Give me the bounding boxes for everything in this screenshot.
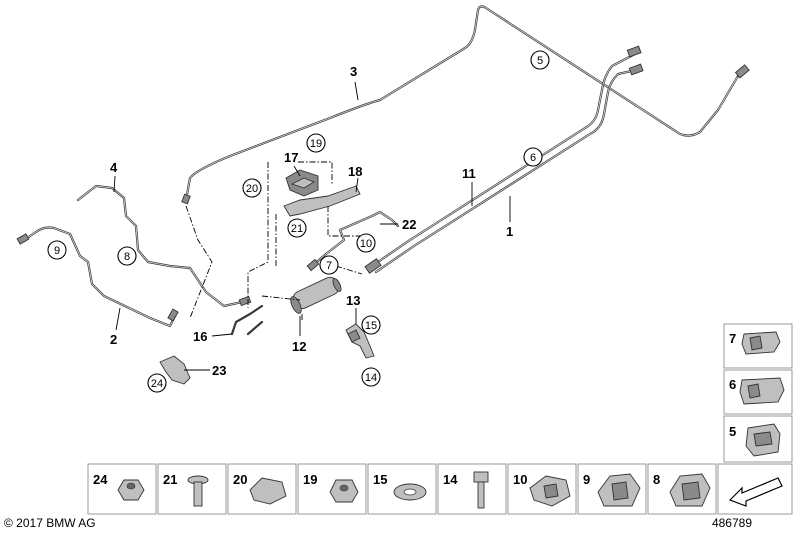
parts-column: 7 6 5 bbox=[723, 323, 793, 463]
callout-circle-6: 6 bbox=[523, 147, 543, 167]
callout-circle-15: 15 bbox=[361, 315, 381, 335]
svg-text:24: 24 bbox=[93, 472, 108, 487]
part-panel-6[interactable]: 6 bbox=[723, 369, 793, 415]
part-panel-15[interactable]: 15 bbox=[367, 463, 437, 515]
drawing-number: 486789 bbox=[711, 516, 752, 530]
svg-text:7: 7 bbox=[729, 331, 736, 346]
svg-text:6: 6 bbox=[530, 152, 536, 164]
pipe-connectors bbox=[16, 45, 750, 322]
fuel-filter-12 bbox=[290, 276, 342, 314]
svg-text:21: 21 bbox=[163, 472, 177, 487]
callout-11: 11 bbox=[462, 166, 476, 181]
svg-text:9: 9 bbox=[54, 245, 60, 257]
callout-circle-14: 14 bbox=[361, 367, 381, 387]
callout-circle-24: 24 bbox=[147, 373, 167, 393]
svg-text:19: 19 bbox=[303, 472, 317, 487]
callout-circle-7: 7 bbox=[319, 255, 339, 275]
svg-text:7: 7 bbox=[326, 260, 332, 272]
holder-17 bbox=[285, 169, 319, 197]
bracket-23 bbox=[159, 355, 191, 385]
svg-text:20: 20 bbox=[233, 472, 247, 487]
part-panel-14[interactable]: 14 bbox=[437, 463, 507, 515]
callout-3: 3 bbox=[350, 64, 357, 79]
pipe-16 bbox=[230, 304, 264, 336]
part-panel-5[interactable]: 5 bbox=[723, 415, 793, 463]
direction-arrow-icon bbox=[728, 477, 783, 507]
parts-row: 24 21 20 19 15 14 bbox=[87, 463, 793, 515]
svg-text:10: 10 bbox=[513, 472, 527, 487]
part-panel-7[interactable]: 7 bbox=[723, 323, 793, 369]
svg-text:21: 21 bbox=[291, 223, 303, 235]
assembly-lines bbox=[185, 161, 363, 322]
callout-circle-21: 21 bbox=[287, 218, 307, 238]
bracket-13-15 bbox=[345, 323, 375, 359]
part-panel-19[interactable]: 19 bbox=[297, 463, 367, 515]
svg-text:9: 9 bbox=[583, 472, 590, 487]
callout-17: 17 bbox=[284, 150, 298, 165]
callout-circle-5: 5 bbox=[530, 50, 550, 70]
svg-text:6: 6 bbox=[729, 377, 736, 392]
pipe-2-9 bbox=[22, 226, 178, 328]
bracket-18 bbox=[283, 185, 361, 217]
callout-circle-19: 19 bbox=[306, 133, 326, 153]
svg-text:15: 15 bbox=[365, 320, 377, 332]
svg-text:8: 8 bbox=[124, 251, 130, 263]
copyright-text: © 2017 BMW AG bbox=[4, 516, 96, 530]
callout-13: 13 bbox=[346, 293, 360, 308]
part-panel-21[interactable]: 21 bbox=[157, 463, 227, 515]
pipe-1-6-11 bbox=[370, 52, 638, 274]
callout-1: 1 bbox=[506, 224, 513, 239]
callout-labels: 3 4 2 11 1 12 13 16 17 18 22 23 bbox=[110, 64, 513, 378]
svg-text:8: 8 bbox=[653, 472, 660, 487]
part-panel-9[interactable]: 9 bbox=[577, 463, 647, 515]
pipe-22 bbox=[310, 210, 400, 268]
part-panel-24[interactable]: 24 bbox=[87, 463, 157, 515]
part-panel-10[interactable]: 10 bbox=[507, 463, 577, 515]
leader-lines bbox=[113, 81, 511, 371]
callout-16: 16 bbox=[193, 329, 207, 344]
svg-text:24: 24 bbox=[151, 378, 163, 390]
svg-text:20: 20 bbox=[246, 183, 258, 195]
svg-text:14: 14 bbox=[443, 472, 458, 487]
part-panel-20[interactable]: 20 bbox=[227, 463, 297, 515]
circled-callouts: 5 6 9 8 19 20 21 10 bbox=[47, 50, 550, 393]
svg-text:14: 14 bbox=[365, 372, 377, 384]
svg-text:5: 5 bbox=[729, 424, 736, 439]
svg-text:19: 19 bbox=[310, 138, 322, 150]
callout-2: 2 bbox=[110, 332, 117, 347]
callout-circle-10: 10 bbox=[356, 233, 376, 253]
svg-text:10: 10 bbox=[360, 238, 372, 250]
callout-circle-20: 20 bbox=[242, 178, 262, 198]
callout-22: 22 bbox=[402, 217, 416, 232]
svg-text:5: 5 bbox=[537, 55, 543, 67]
svg-text:15: 15 bbox=[373, 472, 387, 487]
callout-circle-8: 8 bbox=[117, 246, 137, 266]
callout-4: 4 bbox=[110, 160, 118, 175]
callout-18: 18 bbox=[348, 164, 362, 179]
arrow-panel[interactable] bbox=[717, 463, 793, 515]
callout-23: 23 bbox=[212, 363, 226, 378]
part-panel-8[interactable]: 8 bbox=[647, 463, 717, 515]
pipe-4-8 bbox=[76, 184, 244, 308]
callout-12: 12 bbox=[292, 339, 306, 354]
callout-circle-9: 9 bbox=[47, 240, 67, 260]
